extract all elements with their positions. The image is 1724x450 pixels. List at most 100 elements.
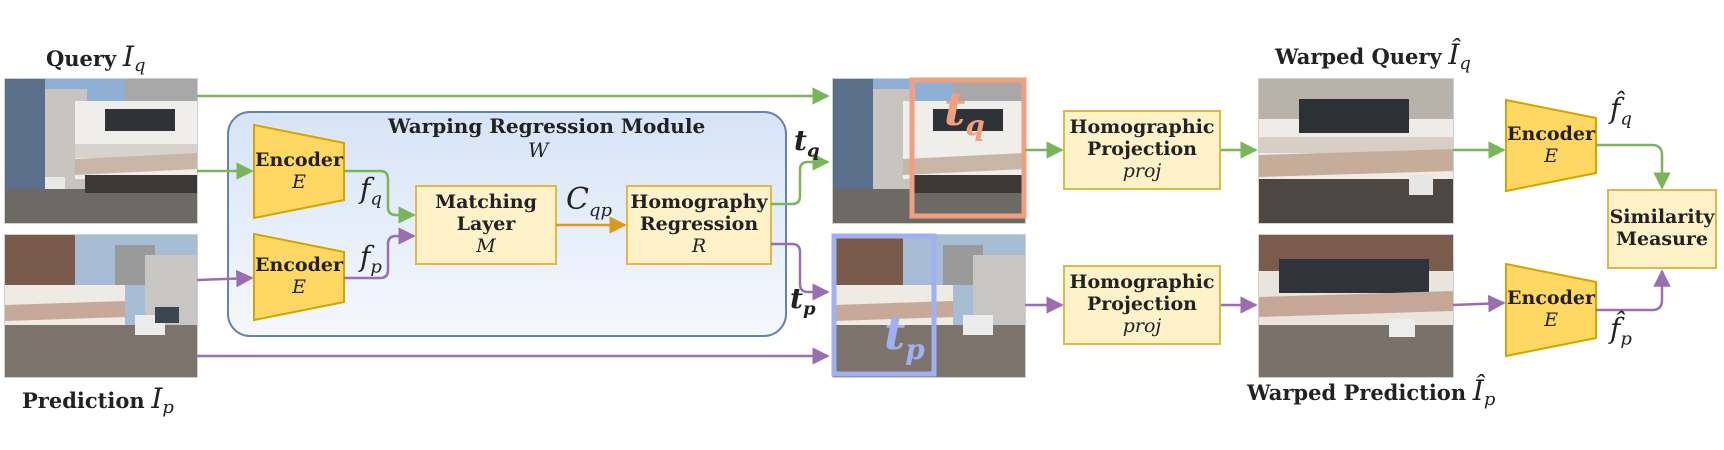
module-title: Warping Regression Module [388,114,706,138]
fp-label: fp [360,240,382,278]
similarity-measure-text: Similarity Measure [1608,190,1716,268]
encoder-prediction-symbol: E [292,276,306,298]
arrow-fp-to-matching [344,227,416,280]
cost-symbol: C [566,182,589,217]
tq-symbol: t [794,124,807,157]
warped-query-text: Warped Query [1275,44,1442,69]
encoder-warped-prediction-text: Encoder E [1506,282,1596,338]
arrow-prediction-to-encoder [196,269,254,288]
encoder-prediction-label: Encoder [255,254,343,277]
encoder-warped-prediction-symbol: E [1544,309,1558,331]
encoder-warped-query-text: Encoder E [1506,118,1596,173]
warped-query-symbol: Î [1448,38,1460,71]
matching-layer-shape [415,185,557,265]
projection-bottom-line2: Projection [1087,293,1197,316]
encoder-prediction-text: Encoder E [254,252,344,302]
similarity-measure-shape [1607,189,1717,269]
projection-top-text: Homographic Projection proj [1064,111,1220,189]
fp-sub: p [370,256,382,278]
query-symbol-sub: q [133,55,146,77]
arrow-fq-to-matching [344,169,416,224]
encoder-warped-prediction-shape [1505,262,1597,358]
query-symbol: I [122,40,134,73]
warped-prediction-label: Warped Prediction Îp [1247,374,1495,410]
prediction-symbol: I [151,382,163,415]
module-symbol: W [528,138,549,162]
tp-symbol: t [790,282,803,315]
regression-symbol: R [691,234,707,257]
tp-sub: p [802,298,816,320]
encoder-query-label: Encoder [255,148,343,171]
tp-overlay-sub: p [905,333,925,367]
cost-label: Cqp [566,182,612,221]
encoder-query-symbol: E [292,170,306,193]
similarity-line2: Measure [1615,228,1709,250]
tq-overlay-label: tq [944,82,985,142]
warped-query-image [1258,78,1454,224]
warped-prediction-symbol: Î [1472,374,1484,407]
tq-sub: q [806,140,820,162]
tq-label: tq [794,124,820,162]
homography-regression-text: Homography Regression R [627,186,771,264]
prediction-symbol-sub: p [162,397,174,419]
tq-region-box [909,77,1027,219]
encoder-query-text: Encoder E [254,143,344,200]
encoder-prediction-shape [253,232,345,322]
fq-hat-sub: q [1620,108,1632,130]
encoder-warped-query-symbol: E [1544,144,1558,167]
warped-prediction-image [1258,234,1454,378]
fp-symbol: f [360,240,371,273]
fq-symbol: f [360,172,371,205]
fq-label: fq [360,172,382,210]
warped-prediction-sub: p [1483,389,1496,411]
fp-hat-label: f̂p [1610,312,1632,350]
tp-region-box [831,233,937,377]
tp-overlay-symbol: t [884,306,906,360]
projection-top-line2: Projection [1087,138,1197,161]
tq-overlay-symbol: t [944,82,966,136]
matching-symbol: M [476,234,496,257]
fp-hat-sub: p [1620,328,1632,350]
projection-top-line1: Homographic [1069,116,1215,139]
fp-hat-symbol: f̂ [1610,312,1621,345]
encoder-query-shape [253,123,345,220]
similarity-line1: Similarity [1609,206,1715,229]
prediction-label-text: Prediction [22,388,145,413]
projection-bottom-line1: Homographic [1069,271,1215,294]
fq-hat-label: f̂q [1610,92,1632,130]
arrow-regression-to-tq [771,153,830,206]
prediction-image [4,234,198,378]
query-image [4,78,198,224]
query-transformed-image [832,78,1026,224]
warped-query-label: Warped Query Îq [1275,38,1471,74]
projection-bottom-text: Homographic Projection proj [1064,266,1220,344]
arrow-fp-hat-to-similarity [1596,269,1671,312]
homography-regression-shape [626,185,772,265]
encoder-warped-query-shape [1505,98,1597,193]
projection-top-shape [1063,110,1221,190]
fq-sub: q [370,188,382,210]
arrow-regression-to-tp [771,242,830,301]
matching-layer-text: Matching Layer M [416,186,556,264]
regression-line2: Regression [639,213,759,236]
warped-prediction-text: Warped Prediction [1247,380,1467,405]
arrow-warped-prediction-to-encoder [1452,294,1506,313]
cost-sub: qp [588,200,613,221]
tp-label: tp [790,282,816,320]
warped-query-sub: q [1459,53,1471,75]
query-label: Query Iq [46,40,145,76]
projection-bottom-shape [1063,265,1221,345]
projection-top-symbol: proj [1122,159,1162,182]
regression-line1: Homography [630,191,768,214]
fq-hat-symbol: f̂ [1610,92,1621,125]
tq-overlay-sub: q [965,109,985,143]
matching-line2: Layer [456,213,516,236]
prediction-label: Prediction Ip [22,382,174,418]
projection-bottom-symbol: proj [1122,314,1162,337]
encoder-warped-query-label: Encoder [1507,122,1595,145]
matching-line1: Matching [435,191,537,214]
encoder-warped-prediction-label: Encoder [1507,287,1595,310]
query-label-text: Query [46,46,117,71]
